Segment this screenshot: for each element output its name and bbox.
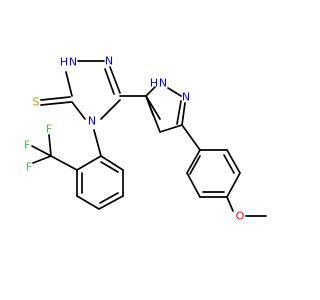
- bond: [31, 145, 52, 157]
- atom-labels: S H N N N H N N F F F O: [24, 55, 245, 223]
- fluorine-label: F: [24, 139, 30, 152]
- bond: [100, 155, 124, 171]
- pyrazole-nh-h-label: H: [150, 77, 158, 90]
- bond: [167, 87, 182, 97]
- bond: [226, 196, 234, 212]
- bond: [181, 102, 186, 126]
- bond: [32, 155, 52, 164]
- triazole-nh-h-label: H: [60, 56, 68, 69]
- bond: [48, 134, 52, 157]
- bond: [100, 161, 119, 173]
- pyrazole-nh-n-label: N: [159, 77, 167, 90]
- bond: [98, 195, 124, 210]
- bond: [186, 172, 201, 198]
- bond: [159, 124, 183, 133]
- pyrazole-n-label: N: [182, 91, 190, 104]
- bond: [40, 101, 72, 106]
- bond: [145, 95, 161, 133]
- bond: [65, 71, 73, 97]
- bond: [109, 66, 121, 94]
- bonds: [31, 60, 267, 217]
- bond: [223, 154, 235, 174]
- bond: [189, 155, 201, 175]
- bond: [93, 129, 102, 157]
- bond: [176, 100, 182, 125]
- sulfur-label: S: [33, 96, 40, 109]
- oxygen-label: O: [236, 210, 245, 223]
- fluorine-label: F: [46, 123, 52, 136]
- molecule-structure: S H N N N H N N F F F O: [24, 55, 267, 223]
- bond: [226, 149, 241, 174]
- bond: [181, 124, 201, 151]
- bond: [186, 149, 201, 174]
- bond: [226, 172, 241, 198]
- triazole-n2-label: N: [105, 55, 113, 68]
- bond: [71, 101, 86, 120]
- triazole-n4-label: N: [88, 115, 96, 128]
- fluorine-label: F: [26, 161, 32, 174]
- triazole-nh-n-label: N: [69, 56, 77, 69]
- bond: [100, 99, 121, 120]
- bond: [145, 86, 156, 97]
- bond: [99, 192, 119, 204]
- bond: [40, 96, 71, 101]
- bond: [76, 195, 100, 210]
- bond: [76, 155, 102, 171]
- bond: [50, 155, 78, 171]
- bond: [104, 68, 115, 95]
